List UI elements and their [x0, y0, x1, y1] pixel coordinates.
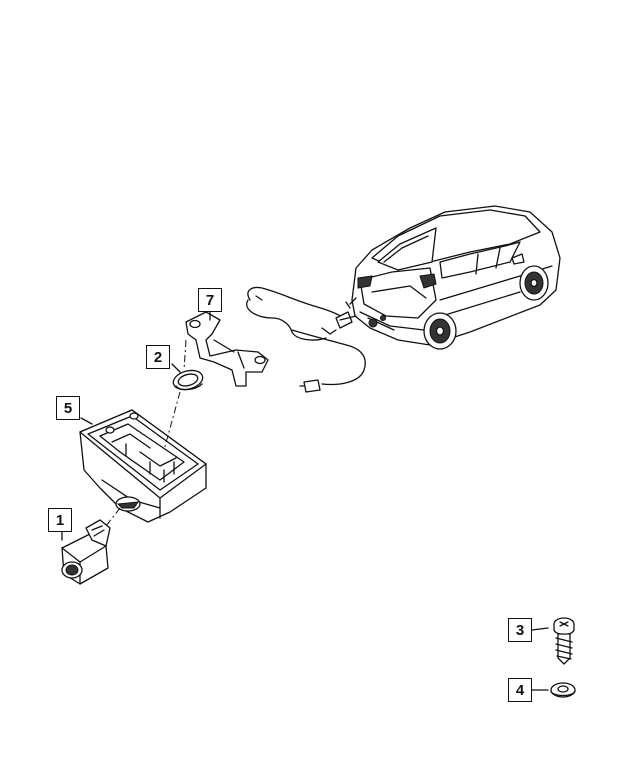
assembly-line: [163, 391, 181, 451]
callout-5[interactable]: 5: [56, 396, 80, 420]
screw: [553, 617, 575, 665]
camera-bracket: [185, 311, 269, 387]
wiring-harness: [246, 286, 366, 393]
leader-line: [80, 417, 93, 425]
callout-3[interactable]: 3: [508, 618, 532, 642]
rear-camera: [61, 519, 111, 585]
seal-ring: [172, 369, 204, 391]
callout-4[interactable]: 4: [508, 678, 532, 702]
callout-2[interactable]: 2: [146, 345, 170, 369]
assembly-line: [105, 507, 121, 527]
callout-7[interactable]: 7: [198, 288, 222, 312]
leader-line: [531, 627, 549, 631]
leader-line: [171, 363, 181, 373]
callout-1[interactable]: 1: [48, 508, 72, 532]
vehicle-illustration: [345, 205, 561, 350]
camera-housing: [79, 409, 207, 523]
assembly-line: [183, 339, 187, 371]
washer: [550, 682, 576, 698]
